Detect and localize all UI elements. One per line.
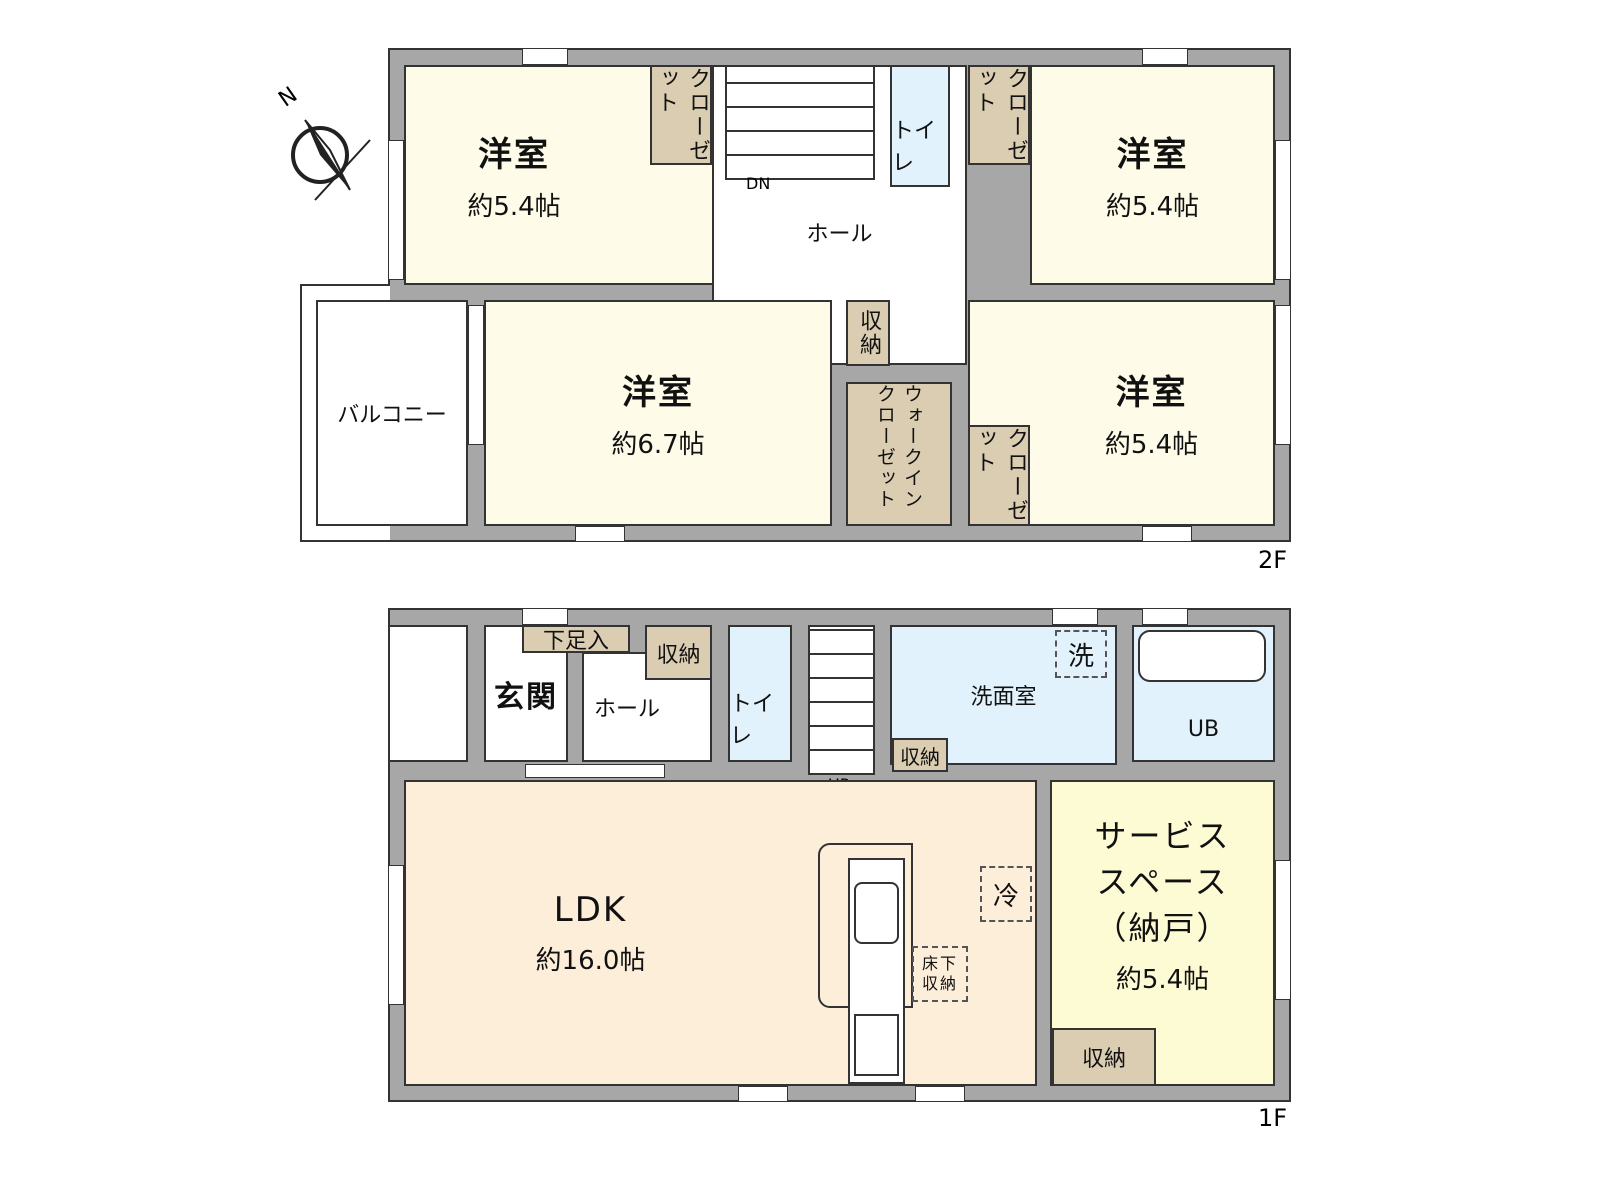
underfloor-storage-label: 床下収納 bbox=[922, 954, 959, 993]
ldk-area: 約16.0帖 bbox=[535, 945, 646, 976]
room-name: 洋室 bbox=[478, 135, 550, 175]
closet-se: クローゼット bbox=[968, 425, 1030, 526]
service-space[interactable]: サービス スペース （納戸） 約5.4帖 bbox=[1050, 780, 1275, 1086]
window bbox=[915, 1086, 965, 1102]
storage-service: 収納 bbox=[1052, 1028, 1156, 1086]
window bbox=[1275, 860, 1291, 1000]
western-room-ne: 洋室 約5.4帖 bbox=[1030, 65, 1275, 285]
ldk-name: LDK bbox=[553, 889, 628, 930]
washroom-label: 洗面室 bbox=[970, 685, 1037, 710]
storage-hall: 収納 bbox=[645, 625, 712, 680]
service-space-name: （納戸） bbox=[1094, 908, 1231, 947]
kitchen-unit bbox=[848, 858, 905, 1084]
north-arrow-icon bbox=[291, 119, 371, 201]
bath-label: UB bbox=[1187, 717, 1220, 742]
window bbox=[525, 764, 665, 778]
western-room-sw: 洋室 約6.7帖 bbox=[484, 300, 832, 526]
balcony-inner: バルコニー bbox=[316, 300, 468, 526]
toilet-label: トイレ bbox=[892, 119, 937, 176]
fridge-space: 冷 bbox=[980, 866, 1032, 922]
room-name: 洋室 bbox=[1115, 373, 1188, 413]
service-space-name: サービス bbox=[1094, 816, 1231, 855]
toilet-label: トイレ bbox=[730, 692, 775, 749]
window bbox=[1275, 305, 1291, 445]
room-area: 約5.4帖 bbox=[467, 192, 561, 222]
closet-label: クローゼット bbox=[971, 427, 1028, 523]
window bbox=[738, 1086, 788, 1102]
bathtub-icon bbox=[1138, 630, 1266, 682]
staircase-2f[interactable] bbox=[725, 65, 875, 180]
closet-label: クローゼット bbox=[653, 67, 710, 163]
walk-in-closet-label: ウォークインクローゼット bbox=[874, 384, 923, 510]
toilet-2f[interactable]: トイレ bbox=[890, 65, 950, 187]
staircase-1f[interactable] bbox=[808, 625, 875, 775]
exterior-wall-1f bbox=[388, 608, 1291, 1102]
service-space-name: スペース bbox=[1096, 862, 1229, 901]
floor-2: バルコニー 洋室 約5.4帖 クローゼット ホール DN トイレ クローゼット … bbox=[0, 0, 1600, 580]
shoe-storage: 下足入 bbox=[522, 625, 630, 654]
shoe-storage-label: 下足入 bbox=[542, 629, 609, 654]
window bbox=[575, 526, 625, 542]
sink-icon bbox=[854, 882, 899, 944]
closet-label: クローゼット bbox=[971, 67, 1028, 163]
service-space-area: 約5.4帖 bbox=[1115, 964, 1210, 995]
balcony-label: バルコニー bbox=[337, 403, 447, 428]
western-room-nw: 洋室 約5.4帖 bbox=[404, 65, 714, 285]
stove-icon bbox=[854, 1014, 899, 1076]
hall-1f: ホール bbox=[582, 652, 712, 762]
room-area: 約5.4帖 bbox=[1104, 430, 1199, 460]
fridge-label: 冷 bbox=[992, 881, 1019, 912]
stairs-up-label: UP bbox=[828, 775, 850, 794]
storage-label: 収納 bbox=[856, 309, 881, 357]
washer-label: 洗 bbox=[1067, 641, 1094, 672]
window bbox=[522, 608, 568, 625]
floor-label-2f: 2F bbox=[1258, 546, 1288, 574]
window bbox=[1275, 140, 1291, 280]
storage-label: 収納 bbox=[1081, 1047, 1126, 1072]
toilet-1f[interactable]: トイレ bbox=[728, 625, 792, 762]
walk-in-closet: ウォークインクローゼット bbox=[846, 382, 952, 526]
storage-washroom: 収納 bbox=[892, 738, 948, 772]
window bbox=[1142, 526, 1192, 542]
washroom[interactable]: 洗面室 bbox=[890, 625, 1117, 765]
room-area: 約5.4帖 bbox=[1105, 192, 1200, 222]
floor-label-1f: 1F bbox=[1258, 1104, 1288, 1132]
window bbox=[1142, 608, 1188, 625]
closet-nw: クローゼット bbox=[650, 65, 712, 165]
window bbox=[468, 305, 484, 445]
entrance-label: 玄関 bbox=[494, 679, 558, 715]
storage-2f: 収納 bbox=[846, 300, 890, 366]
closet-ne: クローゼット bbox=[968, 65, 1030, 165]
storage-label: 収納 bbox=[900, 744, 940, 769]
washer-space: 洗 bbox=[1055, 630, 1107, 678]
window bbox=[1142, 48, 1188, 65]
porch bbox=[388, 625, 468, 762]
storage-label: 収納 bbox=[656, 642, 701, 668]
hall-label: ホール bbox=[806, 222, 873, 247]
compass: N bbox=[274, 80, 385, 210]
window bbox=[1052, 608, 1098, 625]
kitchen-counter bbox=[818, 843, 913, 1008]
stairs-down-label: DN bbox=[746, 174, 771, 193]
ldk[interactable]: LDK 約16.0帖 bbox=[404, 780, 1037, 1086]
room-area: 約6.7帖 bbox=[611, 430, 705, 460]
underfloor-storage[interactable]: 床下収納 bbox=[912, 946, 968, 1002]
window bbox=[522, 48, 568, 65]
hall-label: ホール bbox=[593, 697, 660, 722]
room-name: 洋室 bbox=[1116, 135, 1189, 175]
room-name: 洋室 bbox=[622, 373, 694, 413]
window bbox=[388, 865, 404, 1005]
entrance[interactable]: 玄関 bbox=[484, 625, 568, 762]
window bbox=[388, 140, 404, 280]
unit-bath[interactable]: UB bbox=[1132, 625, 1275, 762]
